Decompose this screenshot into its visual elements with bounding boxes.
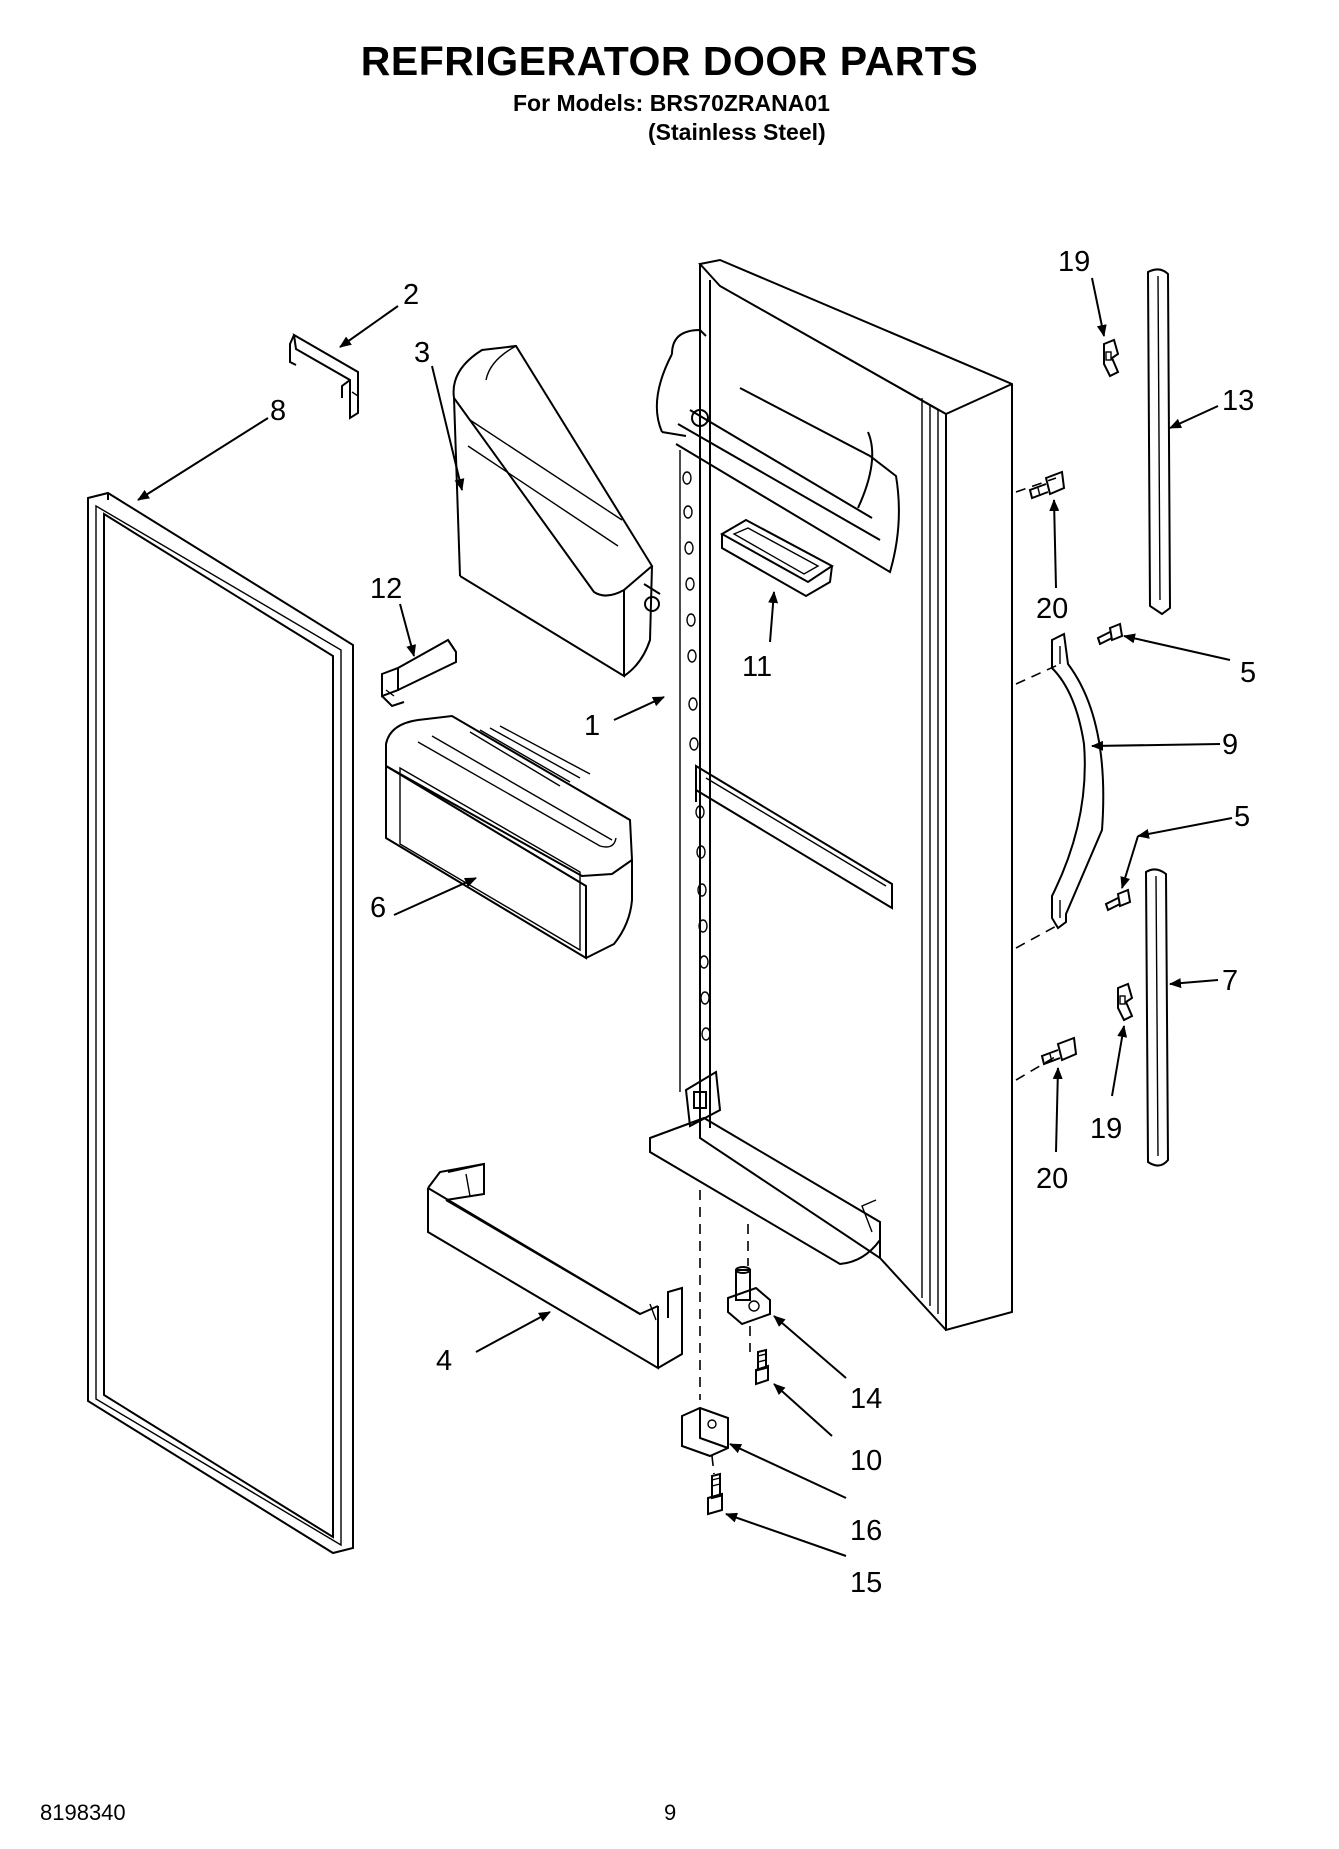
models-line: For Models: BRS70ZRANA01 <box>513 90 830 116</box>
callout-5-bottom: 5 <box>1234 801 1250 833</box>
callout-1: 1 <box>584 710 600 742</box>
lower-door-bin-part <box>427 1162 683 1370</box>
hinge-screw-part <box>755 1348 769 1386</box>
clip-19-top <box>1103 338 1120 378</box>
dairy-door-part <box>452 344 661 678</box>
callout-10: 10 <box>850 1445 882 1477</box>
variant-line: (Stainless Steel) <box>648 119 826 145</box>
screw-5-bottom <box>1104 888 1132 912</box>
shelf-hole-column <box>682 471 711 1041</box>
callout-20-bottom: 20 <box>1036 1163 1068 1195</box>
callout-11: 11 <box>742 651 772 683</box>
callout-16: 16 <box>850 1515 882 1547</box>
screw-20-bottom <box>1040 1036 1078 1066</box>
callout-20-top: 20 <box>1036 593 1068 625</box>
callout-7: 7 <box>1222 965 1238 997</box>
tray-part <box>719 518 834 598</box>
callout-leaders <box>137 277 1233 1557</box>
callout-6: 6 <box>370 892 386 924</box>
callout-12: 12 <box>370 573 402 605</box>
screw-5-top <box>1096 622 1124 646</box>
hinge-pin-part <box>727 1266 771 1326</box>
door-gasket-part <box>87 491 354 1555</box>
page-number: 9 <box>664 1800 677 1825</box>
hinge-bracket-part <box>681 1406 729 1458</box>
bracket-part <box>381 638 457 708</box>
trim-strip-bottom <box>1144 868 1170 1167</box>
door-bin-part <box>385 714 634 960</box>
trim-strip-top <box>1146 268 1172 616</box>
callout-13: 13 <box>1222 385 1254 417</box>
document-number: 8198340 <box>40 1800 126 1825</box>
page-title: REFRIGERATOR DOOR PARTS <box>360 38 979 84</box>
callout-numbers: 2 3 8 12 1 6 4 11 19 13 20 5 9 5 7 19 20… <box>270 246 1256 1599</box>
bottom-screw-part <box>707 1472 723 1516</box>
callout-3: 3 <box>414 337 430 369</box>
door-liner-part <box>649 258 1013 1332</box>
callout-2: 2 <box>403 279 419 311</box>
callout-14: 14 <box>850 1383 882 1415</box>
clip-part <box>289 333 359 420</box>
callout-19-bottom: 19 <box>1090 1113 1122 1145</box>
handle-part <box>1051 632 1105 930</box>
screw-20-top <box>1028 470 1066 500</box>
assembly-guide-lines <box>699 477 1061 1475</box>
callout-8: 8 <box>270 395 286 427</box>
clip-19-bottom <box>1117 982 1134 1022</box>
callout-19-top: 19 <box>1058 246 1090 278</box>
callout-15: 15 <box>850 1567 882 1599</box>
callout-4: 4 <box>436 1345 452 1377</box>
callout-5-top: 5 <box>1240 657 1256 689</box>
callout-9: 9 <box>1222 729 1238 761</box>
